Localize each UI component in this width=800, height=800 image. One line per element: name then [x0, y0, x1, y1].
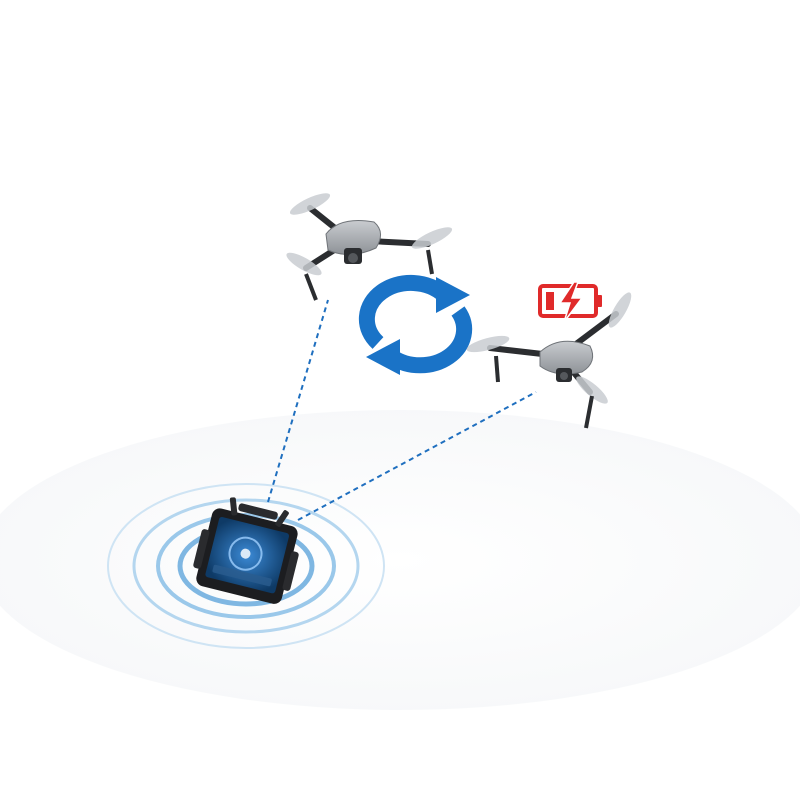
ground-controller-tablet-icon	[193, 497, 299, 604]
signal-rings-icon	[107, 483, 385, 649]
drone-low-battery	[466, 292, 632, 429]
drone-propellers	[286, 193, 453, 276]
floor-shadow	[0, 410, 800, 710]
drone-propellers	[466, 292, 632, 404]
link-to-low-battery-drone	[297, 391, 537, 521]
battery-low-charging-icon	[538, 281, 602, 323]
link-to-active-drone	[267, 299, 329, 503]
sync-arrows-icon	[358, 274, 473, 375]
control-links	[267, 299, 537, 521]
drone-active	[286, 193, 453, 301]
